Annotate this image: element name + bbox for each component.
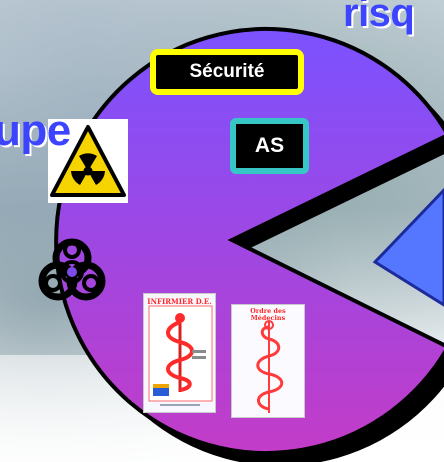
- heading-left-fragment: upe: [0, 106, 71, 155]
- infirmier-card-title: INFIRMIER D.E.: [147, 297, 212, 306]
- as-label: AS: [230, 118, 309, 174]
- caduceus-icon: [256, 320, 284, 413]
- infirmier-card: INFIRMIER D.E.: [143, 293, 216, 413]
- ordre-medecins-card: Ordre des Médecins: [231, 304, 305, 418]
- biohazard-icon: [38, 238, 106, 301]
- securite-label: Sécurité: [150, 49, 304, 95]
- ordre-medecins-card-title: Ordre des Médecins: [250, 308, 286, 322]
- left-arrow-icon: [372, 187, 444, 307]
- heading-top-fragment: risq: [343, 0, 415, 35]
- caduceus-icon: [148, 305, 213, 406]
- radiation-warning-icon: [48, 119, 128, 203]
